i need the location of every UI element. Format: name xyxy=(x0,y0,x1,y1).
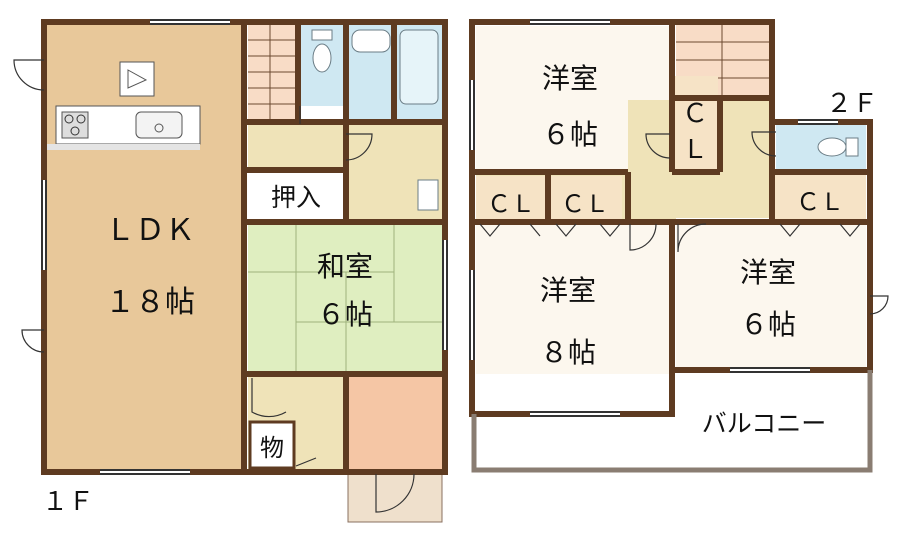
cl-a-area xyxy=(476,176,546,220)
ldk-floor xyxy=(44,22,244,472)
cl-c-area xyxy=(774,174,866,220)
kitchen-counter xyxy=(55,105,201,145)
balcony-label: バルコニー xyxy=(702,409,827,438)
bathtub-icon xyxy=(399,29,439,105)
cl-vertical-area xyxy=(672,76,718,170)
toilet-2f-icon xyxy=(817,137,847,157)
hall-1f xyxy=(248,122,344,170)
room-2f-right xyxy=(676,222,866,368)
toilet-icon xyxy=(312,43,332,73)
floor2-label: ２Ｆ xyxy=(826,89,878,119)
yoshitsu-top-size: ６帖 xyxy=(542,118,598,151)
cl-vertical-top: Ｃ xyxy=(682,99,708,129)
oshiire-label: 押入 xyxy=(271,183,321,212)
cl-b-label: ＣＬ xyxy=(561,190,609,218)
refrigerator-icon xyxy=(119,61,155,97)
washitsu-name: 和室 xyxy=(317,250,373,283)
balcony-rail xyxy=(471,370,873,473)
windows-2f xyxy=(469,19,838,417)
cl-vertical-bottom: Ｌ xyxy=(682,135,708,165)
ldk-size: １８帖 xyxy=(105,285,195,320)
windows-1f xyxy=(41,19,448,475)
yoshitsu-right-name: 洋室 xyxy=(740,256,796,289)
sink-icon xyxy=(417,179,439,211)
yoshitsu-mid-size: ８帖 xyxy=(540,336,596,369)
cl-a-label: ＣＬ xyxy=(487,190,535,218)
mono-label: 物 xyxy=(260,434,284,462)
ldk-name: ＬＤＫ xyxy=(105,213,195,248)
yoshitsu-right-size: ６帖 xyxy=(740,308,796,341)
peninsula-counter xyxy=(44,144,200,150)
washitsu-room xyxy=(248,224,442,372)
oshiire-area xyxy=(248,172,344,222)
cl-c-label: ＣＬ xyxy=(796,188,844,216)
doors-2f xyxy=(479,131,889,315)
doors-1f xyxy=(13,59,415,513)
yoshitsu-mid-name: 洋室 xyxy=(540,274,596,307)
entrance xyxy=(348,376,442,470)
yoshitsu-top-name: 洋室 xyxy=(542,62,598,95)
stairs-1f xyxy=(248,24,298,122)
floor1-label: １Ｆ xyxy=(42,487,94,517)
mono-storage xyxy=(250,422,294,468)
washbasin-icon xyxy=(351,29,391,53)
cl-b-area xyxy=(548,176,622,220)
washitsu-size: ６帖 xyxy=(317,298,373,331)
porch xyxy=(347,473,443,523)
